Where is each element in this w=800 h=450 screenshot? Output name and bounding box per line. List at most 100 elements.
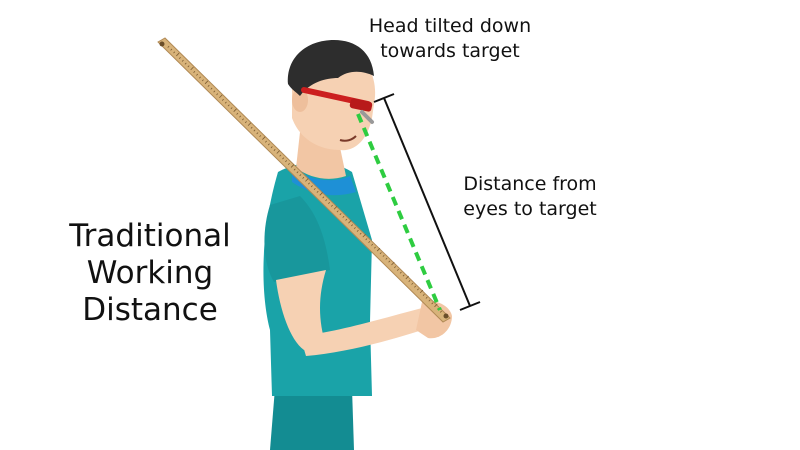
ruler-tick xyxy=(187,65,190,68)
ruler-tick xyxy=(419,289,424,294)
ruler-tick xyxy=(348,220,352,224)
ruler-tick xyxy=(322,196,325,199)
ruler-tick xyxy=(330,204,333,207)
ruler-tick xyxy=(359,232,362,235)
ruler xyxy=(157,37,451,323)
ruler-tick xyxy=(313,188,316,191)
ruler-tick xyxy=(310,185,313,188)
ruler-tick xyxy=(224,101,227,104)
ruler-tick xyxy=(270,146,273,149)
ruler-tick xyxy=(167,45,170,48)
ruler-tick xyxy=(256,132,259,135)
head-tilt-line-1: Head tilted down xyxy=(368,15,532,37)
upper-arm xyxy=(276,270,326,350)
ruler-tick xyxy=(353,227,356,230)
ruler-tick xyxy=(428,299,431,302)
ruler-tick xyxy=(394,266,397,269)
ruler-tick xyxy=(184,62,187,65)
ruler-tick xyxy=(411,282,414,285)
ruler-tick xyxy=(199,76,201,79)
ruler-tick xyxy=(210,87,213,90)
ruler-tick xyxy=(244,121,247,124)
ruler-tick xyxy=(425,296,428,299)
head-tilt-annotation: Head tilted down towards target xyxy=(340,14,560,64)
ruler-tick xyxy=(385,257,388,260)
ruler-tick xyxy=(422,293,425,296)
ruler-tick xyxy=(242,118,244,121)
ruler-tick xyxy=(267,143,270,146)
head-tilt-line-2: towards target xyxy=(380,40,520,62)
ruler-tick xyxy=(373,246,376,249)
hand xyxy=(416,300,452,339)
title-line-3: Distance xyxy=(82,292,218,328)
ruler-tick xyxy=(396,268,399,271)
ruler-tick xyxy=(279,154,282,157)
ruler-tick xyxy=(345,218,348,221)
ruler-tick xyxy=(339,213,342,216)
loupe-glasses xyxy=(301,87,374,124)
ruler-tick xyxy=(264,140,267,143)
ruler-tick xyxy=(431,302,434,305)
ruler-tick xyxy=(296,171,299,174)
ruler-tick xyxy=(371,243,374,246)
distance-bracket xyxy=(373,93,481,311)
ruler-tick xyxy=(308,182,310,185)
ruler-tick xyxy=(207,84,210,87)
ruler-tick xyxy=(417,288,419,291)
ruler-tick xyxy=(253,129,256,132)
ruler-tick xyxy=(351,224,354,227)
ruler-tick xyxy=(434,303,438,308)
ruler-tick xyxy=(302,176,305,179)
ruler-tick xyxy=(379,252,382,255)
title-line-1: Traditional xyxy=(69,218,231,254)
ruler-tick xyxy=(173,51,176,54)
ruler-tick xyxy=(193,70,196,73)
ruler-tick xyxy=(368,241,371,243)
ruler-tick xyxy=(391,261,395,266)
ruler-tick xyxy=(405,275,409,280)
ruler-tick xyxy=(247,122,252,126)
ruler-tick xyxy=(216,93,219,96)
pants xyxy=(270,388,354,450)
eye-sightline xyxy=(356,113,442,311)
ruler-tick xyxy=(336,210,339,213)
ruler-tick xyxy=(204,80,209,85)
ruler-tick xyxy=(219,94,223,99)
ruler-tick xyxy=(233,108,237,112)
ruler-tick xyxy=(316,190,319,193)
ruler-tick xyxy=(236,112,239,115)
ruler-tick xyxy=(376,247,381,252)
ruler-tick xyxy=(273,149,276,152)
title-line-2: Working xyxy=(86,255,214,291)
ruler-tick xyxy=(190,66,194,71)
ruler-tick xyxy=(213,90,216,93)
ruler-tick xyxy=(176,52,180,57)
ruler-tick xyxy=(230,107,233,110)
ruler-tick xyxy=(325,199,328,202)
diagram-title: Traditional Working Distance xyxy=(40,218,260,329)
ruler-tick xyxy=(333,206,338,210)
person-figure xyxy=(263,40,452,450)
ruler-tick xyxy=(259,135,262,138)
ruler-tick xyxy=(276,150,280,154)
ruler-tick xyxy=(402,274,405,277)
hair xyxy=(287,40,374,96)
ruler-tick xyxy=(239,115,242,118)
ruler-tick xyxy=(439,310,442,313)
distance-line-1: Distance from xyxy=(463,173,597,195)
ear xyxy=(292,88,308,112)
distance-line-2: eyes to target xyxy=(463,198,597,220)
ruler-tick xyxy=(181,59,184,62)
ruler-tick xyxy=(328,201,331,204)
ruler-tick xyxy=(201,79,204,82)
distance-annotation: Distance from eyes to target xyxy=(440,172,620,222)
ruler-tick xyxy=(399,271,402,274)
ruler-tick xyxy=(178,57,181,60)
ruler-tick xyxy=(196,73,199,76)
ruler-tick xyxy=(356,229,359,232)
forearm xyxy=(300,306,440,356)
ruler-tick xyxy=(305,178,309,182)
ruler-tick xyxy=(287,162,290,165)
